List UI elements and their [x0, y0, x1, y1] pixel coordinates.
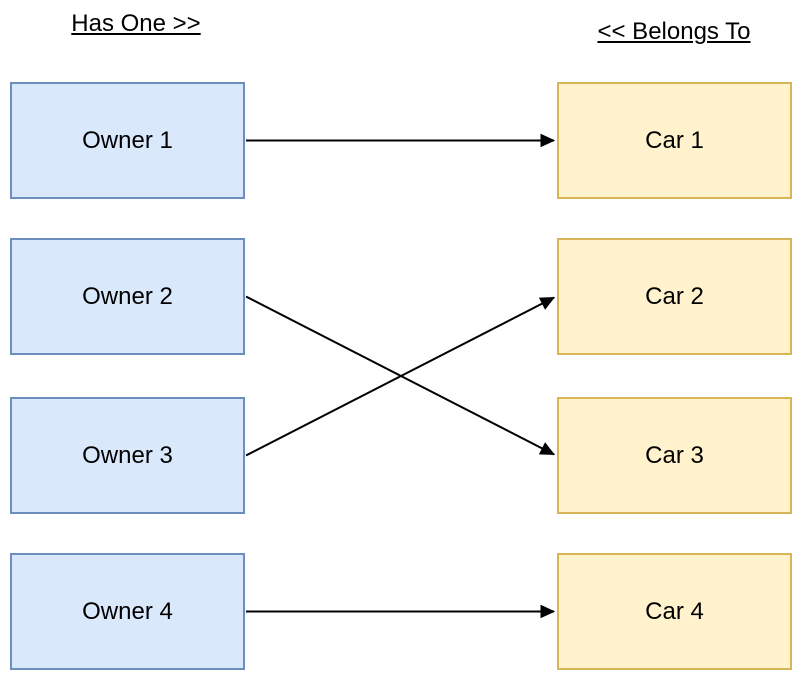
owner-1-label: Owner 1	[82, 126, 173, 154]
car-1-box: Car 1	[557, 82, 792, 199]
car-3-label: Car 3	[645, 441, 704, 469]
arrow-owner2-to-car3	[245, 295, 556, 456]
car-2-label: Car 2	[645, 282, 704, 310]
owner-4-label: Owner 4	[82, 597, 173, 625]
car-4-box: Car 4	[557, 553, 792, 670]
has-one-header: Has One >>	[71, 10, 201, 37]
owner-1-box: Owner 1	[10, 82, 245, 199]
owner-2-label: Owner 2	[82, 282, 173, 310]
owner-4-box: Owner 4	[10, 553, 245, 670]
owner-3-label: Owner 3	[82, 441, 173, 469]
owner-3-box: Owner 3	[10, 397, 245, 514]
belongs-to-header: << Belongs To	[597, 18, 751, 45]
owner-2-box: Owner 2	[10, 238, 245, 355]
car-1-label: Car 1	[645, 126, 704, 154]
car-2-box: Car 2	[557, 238, 792, 355]
car-3-box: Car 3	[557, 397, 792, 514]
car-4-label: Car 4	[645, 597, 704, 625]
arrow-owner3-to-car2	[245, 296, 556, 457]
